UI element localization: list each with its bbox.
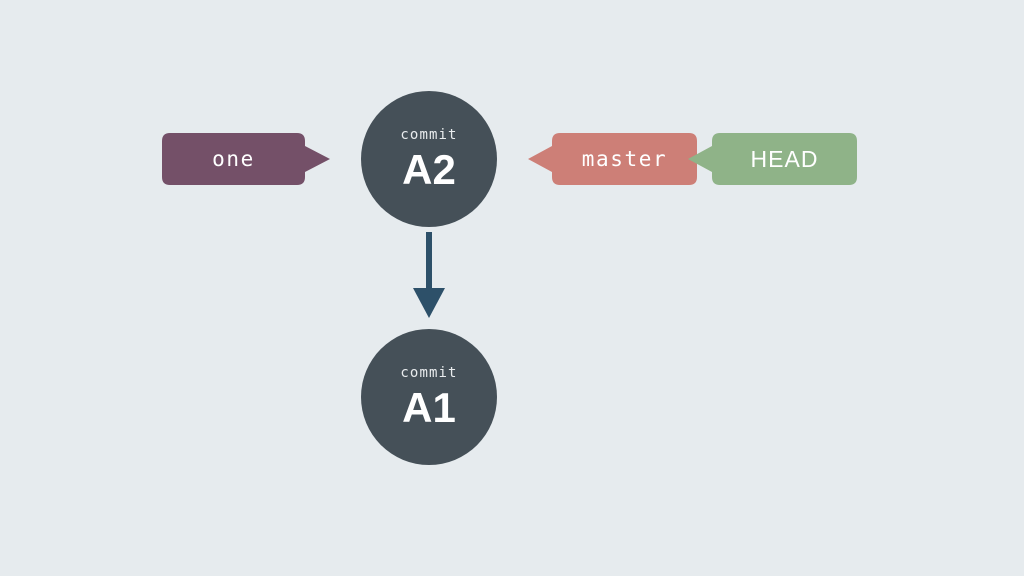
parent-arrow-a2-to-a1 <box>413 232 445 318</box>
ref-label-head[interactable]: HEAD <box>688 133 857 185</box>
commit-id-label: A1 <box>402 383 456 431</box>
commit-kind-label: commit <box>400 126 458 143</box>
commit-id-label: A2 <box>402 145 456 193</box>
ref-label-text: HEAD <box>750 145 819 172</box>
commit-node-a2[interactable]: commit A2 <box>361 91 497 227</box>
ref-shape-one <box>162 133 330 185</box>
commit-kind-label: commit <box>400 364 458 381</box>
commit-node-a1[interactable]: commit A1 <box>361 329 497 465</box>
ref-shape-head <box>688 133 857 185</box>
ref-label-text: one <box>212 146 255 171</box>
ref-label-text: master <box>581 146 668 171</box>
ref-label-one[interactable]: one <box>162 133 332 185</box>
ref-shape-master <box>528 133 697 185</box>
ref-label-master[interactable]: master <box>528 133 697 185</box>
